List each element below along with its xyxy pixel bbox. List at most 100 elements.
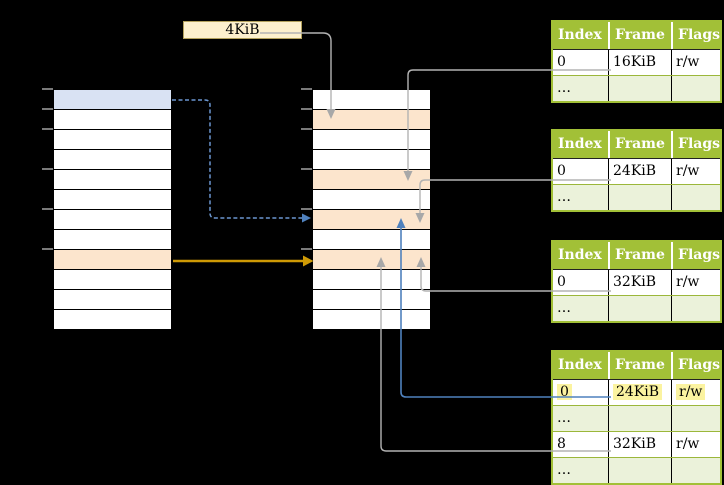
memory-row-white xyxy=(313,190,430,210)
highlighted-value: r/w xyxy=(676,384,706,400)
memory-row-white xyxy=(54,230,171,250)
address-tick xyxy=(42,248,53,250)
address-tick xyxy=(42,88,53,90)
memory-row-white xyxy=(54,210,171,230)
highlighted-value: 24KiB xyxy=(613,384,663,400)
memory-row-orange xyxy=(54,250,171,270)
table-row: … xyxy=(553,405,720,431)
address-tick xyxy=(42,128,53,130)
cell-frame: 16KiB xyxy=(608,50,671,75)
table-row: … xyxy=(553,457,720,483)
address-tick xyxy=(42,208,53,210)
address-tick xyxy=(301,128,312,130)
address-tick xyxy=(42,168,53,170)
cell-index: 0 xyxy=(557,54,566,70)
memory-row-white xyxy=(54,310,171,329)
cell-index: … xyxy=(557,410,571,426)
cell-frame xyxy=(608,76,671,101)
cell-frame: 32KiB xyxy=(608,270,671,295)
physical-memory-column xyxy=(312,89,431,330)
arrow-virtual-page0-translation xyxy=(172,99,302,219)
header-cell-frame: Frame xyxy=(608,131,671,158)
header-cell-flags: Flags xyxy=(671,131,720,158)
virtual-memory-column xyxy=(53,89,172,330)
table-row: … xyxy=(553,184,720,210)
memory-row-orange xyxy=(313,110,430,130)
cell-flags: r/w xyxy=(671,270,720,295)
cell-index: 0 xyxy=(553,380,608,405)
memory-row-white xyxy=(313,230,430,250)
header-cell-index: Index xyxy=(558,357,602,373)
cell-flags xyxy=(671,296,720,321)
memory-row-white xyxy=(54,110,171,130)
cell-index: … xyxy=(557,189,571,205)
memory-row-white xyxy=(54,150,171,170)
header-cell-index: Index xyxy=(558,247,602,263)
header-cell-index: Index xyxy=(558,27,602,43)
header-cell-frame: Frame xyxy=(608,22,671,49)
cell-flags: r/w xyxy=(671,432,720,457)
cell-flags: r/w xyxy=(671,159,720,184)
memory-row-orange xyxy=(313,170,430,190)
memory-row-white xyxy=(54,290,171,310)
cell-frame xyxy=(608,296,671,321)
memory-row-white xyxy=(313,270,430,290)
address-tick xyxy=(42,108,53,110)
cell-flags: r/w xyxy=(671,50,720,75)
address-tick xyxy=(301,248,312,250)
cell-flags xyxy=(671,406,720,431)
memory-row-white xyxy=(313,310,430,329)
address-tick xyxy=(301,168,312,170)
memory-row-white xyxy=(313,150,430,170)
arrowhead-right-icon xyxy=(302,213,311,223)
cell-flags: r/w xyxy=(671,380,720,405)
memory-row-white xyxy=(313,290,430,310)
cell-index: 0 xyxy=(557,274,566,290)
cell-flags xyxy=(671,458,720,483)
memory-row-orange xyxy=(313,250,430,270)
memory-row-white xyxy=(313,90,430,110)
cell-index: … xyxy=(557,300,571,316)
table-row: … xyxy=(553,295,720,321)
cell-index: 8 xyxy=(557,436,566,452)
memory-row-white xyxy=(313,130,430,150)
address-tick xyxy=(301,108,312,110)
memory-row-white xyxy=(54,130,171,150)
memory-row-orange xyxy=(313,210,430,230)
header-cell-index: Index xyxy=(558,136,602,152)
memory-row-white xyxy=(54,190,171,210)
highlighted-value: 0 xyxy=(557,384,572,400)
cell-frame xyxy=(608,406,671,431)
cell-index: 0 xyxy=(557,163,566,179)
cell-flags xyxy=(671,76,720,101)
frame-size-label-box: 4KiB xyxy=(183,21,302,39)
cell-frame: 32KiB xyxy=(608,432,671,457)
memory-row-blue xyxy=(54,90,171,110)
header-cell-frame: Frame xyxy=(608,352,671,379)
table-row: 0 24KiB r/w xyxy=(553,380,720,405)
cell-frame: 24KiB xyxy=(608,159,671,184)
header-cell-frame: Frame xyxy=(608,242,671,269)
cell-index: … xyxy=(557,80,571,96)
header-cell-flags: Flags xyxy=(671,352,720,379)
cell-flags xyxy=(671,185,720,210)
memory-row-white xyxy=(54,170,171,190)
cell-frame: 24KiB xyxy=(608,380,671,405)
frame-size-label: 4KiB xyxy=(225,22,260,38)
address-tick xyxy=(301,88,312,90)
table-row: … xyxy=(553,75,720,101)
cell-frame xyxy=(608,185,671,210)
